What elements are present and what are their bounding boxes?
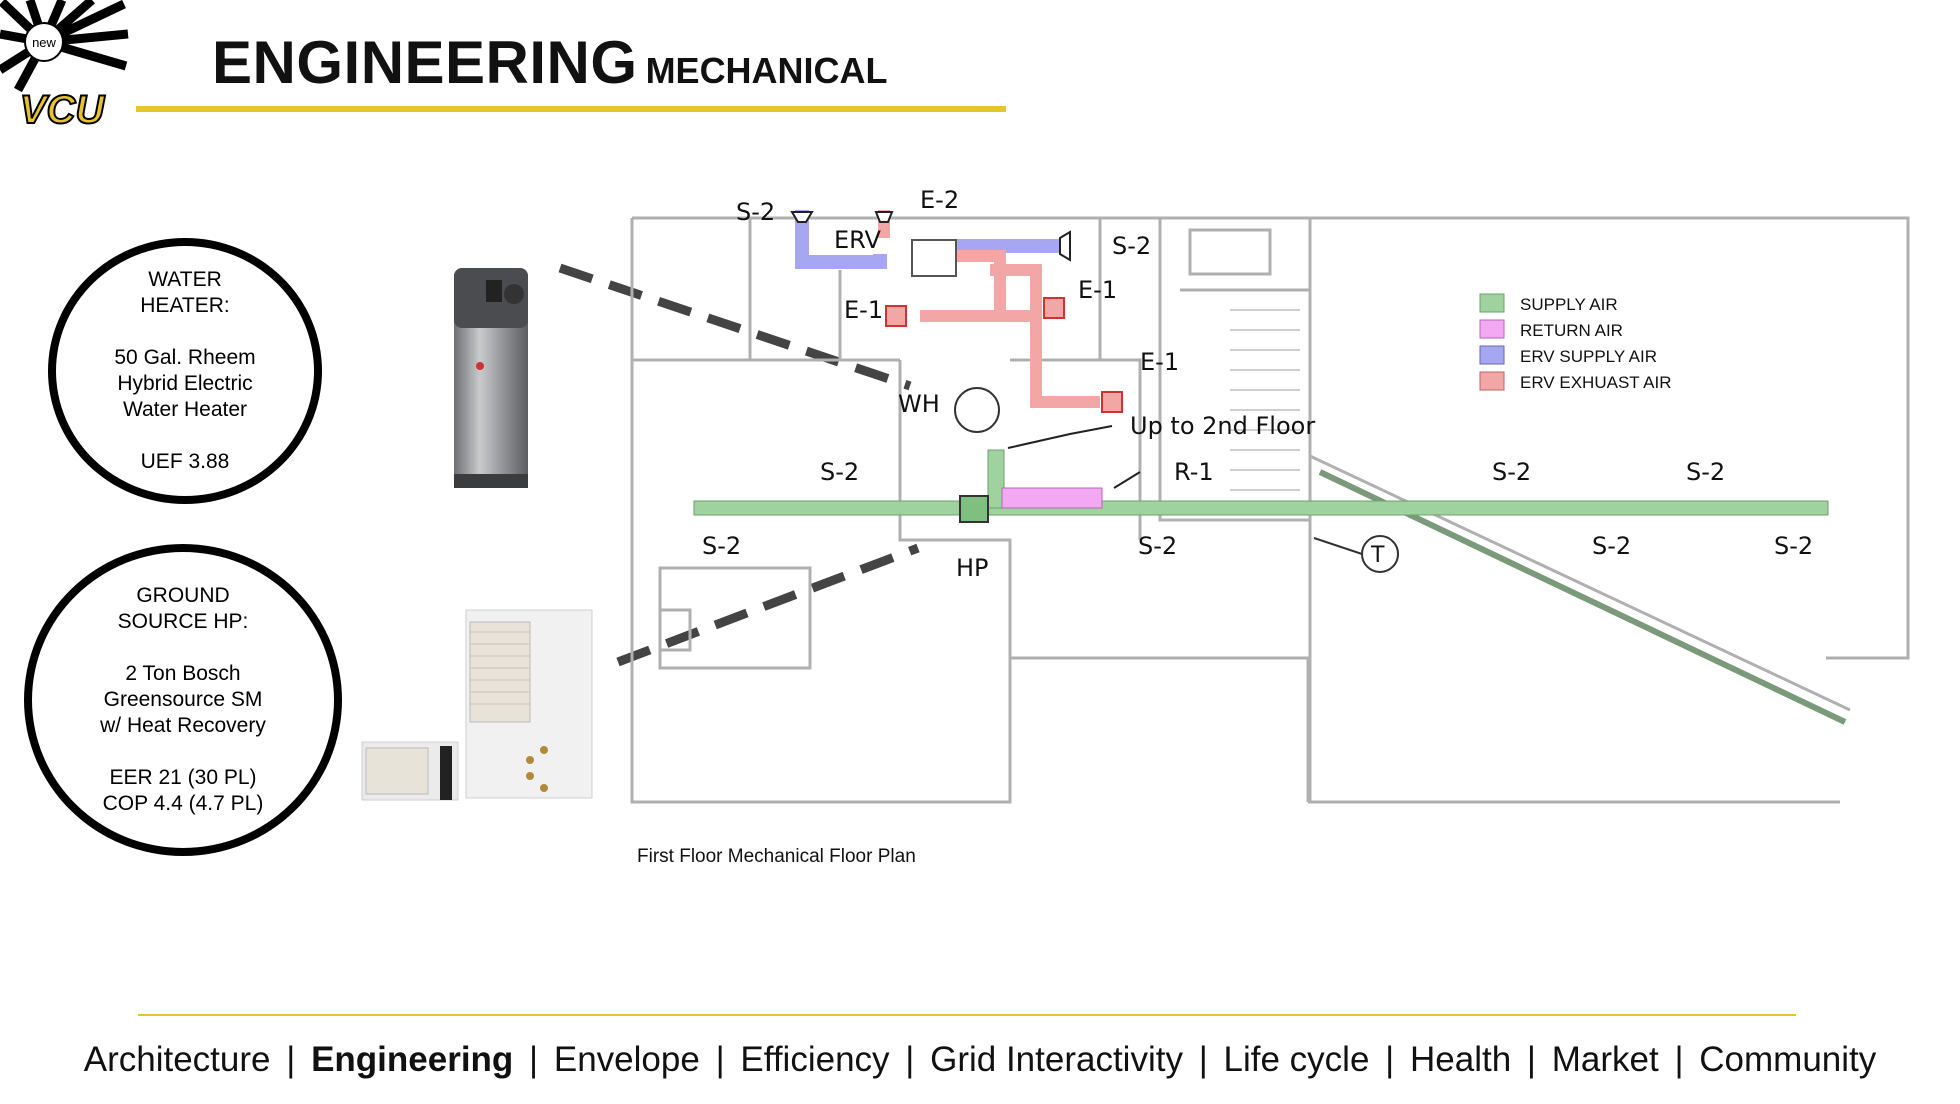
- plan-label-up-to-2nd-floor: Up to 2nd Floor: [1130, 412, 1315, 440]
- water-heater-symbol: [954, 387, 1000, 433]
- legend-swatch-supply: [1479, 293, 1505, 313]
- e2-grille-icon: [874, 211, 894, 223]
- heat-pump-image: [361, 609, 593, 801]
- e1-grille-icon: [885, 305, 907, 327]
- nav-item-health[interactable]: Health: [1410, 1040, 1512, 1079]
- nav-item-architecture[interactable]: Architecture: [83, 1040, 271, 1079]
- hp-line: Greensource SM: [103, 688, 263, 711]
- nav-separator: |: [905, 1040, 915, 1079]
- r1-leader: [1113, 471, 1141, 489]
- e1-grille-icon: [1043, 297, 1065, 319]
- wh-line: Water Heater: [122, 398, 248, 421]
- s2-grille-icon: [790, 211, 814, 223]
- wh-line: WATER: [148, 268, 222, 291]
- nav-item-engineering[interactable]: Engineering: [311, 1040, 514, 1079]
- plan-label-thermostat: T: [1370, 543, 1385, 568]
- page-title-sub: MECHANICAL: [645, 50, 888, 91]
- logo-small-text: new: [32, 35, 56, 50]
- hp-line: EER 21 (30 PL): [109, 766, 257, 789]
- nav-separator: |: [1385, 1040, 1395, 1079]
- nav-separator: |: [529, 1040, 539, 1079]
- heat-pump-unit: [959, 495, 989, 523]
- hp-line: GROUND: [136, 584, 230, 607]
- plan-label-s2: S-2: [820, 458, 859, 486]
- plan-label-e1: E-1: [844, 296, 883, 324]
- nav-separator: |: [286, 1040, 296, 1079]
- water-heater-image: [454, 268, 528, 488]
- plan-label-wh: WH: [898, 390, 940, 418]
- plan-label-hp: HP: [956, 554, 989, 582]
- nav-item-grid-interactivity[interactable]: Grid Interactivity: [930, 1040, 1183, 1079]
- legend-label: SUPPLY AIR: [1520, 295, 1618, 314]
- nav-item-community[interactable]: Community: [1699, 1040, 1877, 1079]
- heat-pump-callout: GROUND SOURCE HP: 2 Ton Bosch Greensourc…: [24, 544, 342, 856]
- plan-label-e1: E-1: [1078, 276, 1117, 304]
- plan-caption: First Floor Mechanical Floor Plan: [637, 846, 916, 867]
- plan-label-e1: E-1: [1140, 348, 1179, 376]
- nav-separator: |: [1674, 1040, 1684, 1079]
- legend-swatch-erv-supply: [1479, 345, 1505, 365]
- plan-label-s2: S-2: [1112, 232, 1151, 260]
- nav-separator: |: [1526, 1040, 1536, 1079]
- plan-label-s2: S-2: [1592, 532, 1631, 560]
- wh-line: Hybrid Electric: [117, 372, 253, 395]
- nav-item-life-cycle[interactable]: Life cycle: [1223, 1040, 1370, 1079]
- wh-line: 50 Gal. Rheem: [114, 346, 256, 369]
- page-title-main: ENGINEERING: [212, 29, 638, 96]
- plan-label-s2: S-2: [1686, 458, 1725, 486]
- plan-label-e2: E-2: [920, 190, 959, 214]
- nav-separator: |: [1198, 1040, 1208, 1079]
- erv-unit: [911, 239, 957, 277]
- nav-item-envelope[interactable]: Envelope: [553, 1040, 700, 1079]
- legend-swatch-erv-exhaust: [1479, 371, 1505, 391]
- legend-label: ERV EXHUAST AIR: [1520, 373, 1671, 392]
- nav-item-market[interactable]: Market: [1551, 1040, 1659, 1079]
- plan-label-s2: S-2: [1774, 532, 1813, 560]
- footer-divider: [138, 1014, 1796, 1016]
- supply-air-riser: [987, 449, 1005, 509]
- e1-grille-icon: [1101, 391, 1123, 413]
- supply-air-trunk: [693, 500, 1829, 516]
- logo-brand: VCU: [20, 88, 106, 132]
- return-air-duct: [1001, 487, 1103, 509]
- plan-label-s2: S-2: [1138, 532, 1177, 560]
- wh-line: UEF 3.88: [140, 450, 230, 473]
- legend-swatch-return: [1479, 319, 1505, 339]
- plan-label-s2: S-2: [736, 198, 775, 226]
- up-to-2nd-leader: [1007, 425, 1113, 449]
- plan-legend: SUPPLY AIR RETURN AIR ERV SUPPLY AIR ERV…: [1479, 293, 1671, 392]
- s2-diffuser-icon: [1059, 230, 1071, 262]
- water-heater-callout: WATER HEATER: 50 Gal. Rheem Hybrid Elect…: [48, 238, 322, 504]
- plan-label-r1: R-1: [1174, 458, 1214, 486]
- vcu-logo: new VCU: [0, 0, 130, 135]
- first-floor-plan: S-2 E-2 ERV S-2 E-1 E-1 E-1 WH Up to 2nd…: [630, 190, 1910, 804]
- plan-label-s2: S-2: [702, 532, 741, 560]
- plan-label-erv: ERV: [834, 226, 882, 254]
- nav-item-efficiency[interactable]: Efficiency: [740, 1040, 890, 1079]
- topic-nav: Architecture | Engineering | Envelope | …: [0, 1040, 1960, 1080]
- plan-label-s2: S-2: [1492, 458, 1531, 486]
- plan-walls: [630, 216, 1910, 804]
- hp-line: SOURCE HP:: [117, 610, 249, 633]
- hp-line: w/ Heat Recovery: [100, 714, 266, 737]
- legend-label: ERV SUPPLY AIR: [1520, 347, 1657, 366]
- plan-stairs: [1230, 309, 1300, 491]
- hp-line: COP 4.4 (4.7 PL): [102, 792, 264, 815]
- wh-line: HEATER:: [140, 294, 230, 317]
- legend-label: RETURN AIR: [1520, 321, 1623, 340]
- hp-line: 2 Ton Bosch: [125, 662, 241, 685]
- title-underline: [136, 106, 1006, 112]
- nav-separator: |: [715, 1040, 725, 1079]
